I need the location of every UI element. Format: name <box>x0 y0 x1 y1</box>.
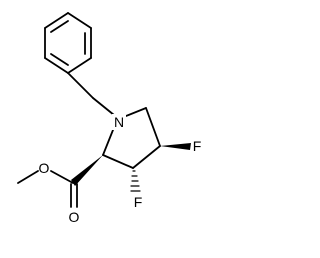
c2-ester-wedge-bond <box>71 155 103 186</box>
c4-f-wedge-bond <box>160 143 191 150</box>
ring-double-bond-1 <box>50 20 69 33</box>
ester-o-bond <box>50 170 74 184</box>
ester-oxygen-label: O <box>39 160 50 176</box>
methyl-bond <box>17 170 39 184</box>
c4-c3-bond <box>132 145 161 169</box>
c3-c2-bond <box>102 154 134 169</box>
ring-double-bond-3 <box>50 53 69 66</box>
pyrrolidine-ring <box>102 107 161 169</box>
chemical-structure: N F F O O <box>17 12 202 225</box>
fluorine-3-label: F <box>134 194 143 210</box>
ring-bond-4 <box>67 57 92 74</box>
c3-f-hashed-bond <box>130 170 141 192</box>
c5-c4-bond <box>145 107 161 147</box>
ring-bond-1 <box>44 12 69 29</box>
carbonyl-oxygen-label: O <box>69 209 80 225</box>
c2-n-bond <box>102 129 114 156</box>
ester-group <box>17 170 78 208</box>
ring-bond-2 <box>67 12 92 29</box>
benzyl-bond <box>67 72 94 99</box>
ring-bond-5 <box>44 57 69 74</box>
benzene-ring <box>44 12 92 74</box>
atom-labels: N F F O O <box>39 114 202 225</box>
nitrogen-label: N <box>114 114 124 130</box>
n-c5-bond <box>125 107 147 117</box>
benzyl-n-bond <box>92 97 115 116</box>
fluorine-4-label: F <box>193 138 202 154</box>
